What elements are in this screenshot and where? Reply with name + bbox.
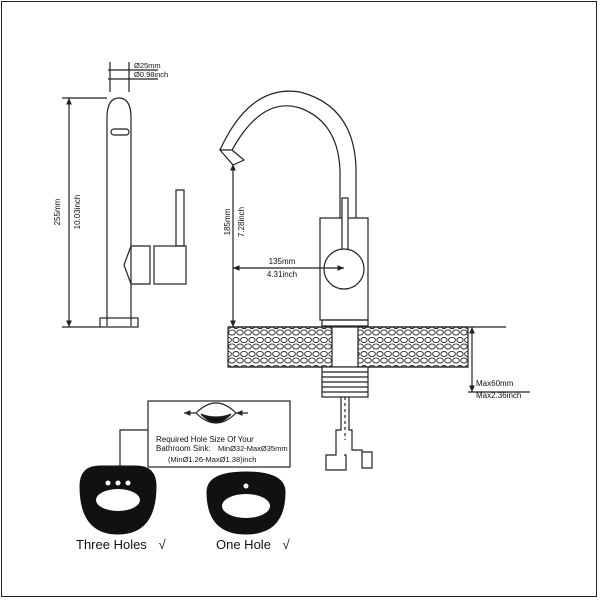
spout-height-mm: 185mm: [223, 208, 232, 235]
check-icon: √: [282, 537, 290, 552]
sink-one-hole-caption: One Hole √: [216, 537, 290, 552]
side-diameter-mm: Ø25mm: [134, 61, 161, 70]
side-diameter-inch: Ø0.98inch: [134, 70, 168, 79]
tap-hole-icon: [125, 480, 131, 486]
sink-three-holes: [79, 465, 157, 535]
sink-three-holes-label: Three Holes: [76, 537, 147, 552]
hole-info-box: [119, 400, 291, 468]
spout-height-inch: 7.28inch: [237, 207, 246, 237]
sink-bowl-icon: [222, 494, 270, 518]
side-lever-base: [131, 245, 151, 285]
side-lever-notch: [123, 245, 132, 285]
hole-title-line1: Required Hole Size Of Your: [156, 435, 254, 444]
hole-range-inch: (MinØ1.26-MaxØ1.38)inch: [168, 455, 256, 464]
front-view: [218, 90, 530, 471]
spout-outer-2: [219, 90, 357, 218]
sink-bowl-icon: [96, 489, 140, 511]
side-base: [99, 317, 139, 328]
tap-hole-icon: [115, 480, 121, 486]
reach-inch: 4.31inch: [267, 270, 297, 279]
side-height-mm: 255mm: [53, 198, 62, 225]
front-base-plate: [321, 319, 369, 327]
hole-shadow-icon: [200, 413, 232, 424]
hose-right: [348, 397, 373, 469]
side-height-inch: 10.03inch: [73, 195, 82, 230]
hole-info-frame: [147, 400, 291, 468]
side-body-outline: [106, 97, 132, 326]
side-aerator: [110, 128, 130, 136]
spout-outer: [231, 105, 341, 218]
hole-range-mm: MinØ32-MaxØ35mm: [218, 444, 288, 453]
tap-hole-icon: [243, 483, 249, 489]
sink-one-hole: [206, 471, 286, 535]
hole-leader: [119, 429, 148, 466]
spout-tip: [218, 149, 246, 166]
tap-hole-icon: [105, 480, 111, 486]
mount-column: [331, 326, 359, 368]
sink-one-hole-label: One Hole: [216, 537, 271, 552]
side-view: [62, 62, 187, 328]
front-handle-knob: [323, 248, 365, 290]
check-icon: √: [158, 537, 166, 552]
side-lever-cap: [153, 245, 187, 285]
deck-max-inch: Max2.36inch: [476, 391, 521, 400]
hole-title-line2: Bathroom Sink:: [156, 444, 211, 453]
hose-left: [325, 397, 347, 471]
reach-mm: 135mm: [269, 257, 296, 266]
sink-three-holes-caption: Three Holes √: [76, 537, 166, 552]
side-lever-handle: [175, 189, 185, 247]
deck-max-mm: Max60mm: [476, 379, 514, 388]
